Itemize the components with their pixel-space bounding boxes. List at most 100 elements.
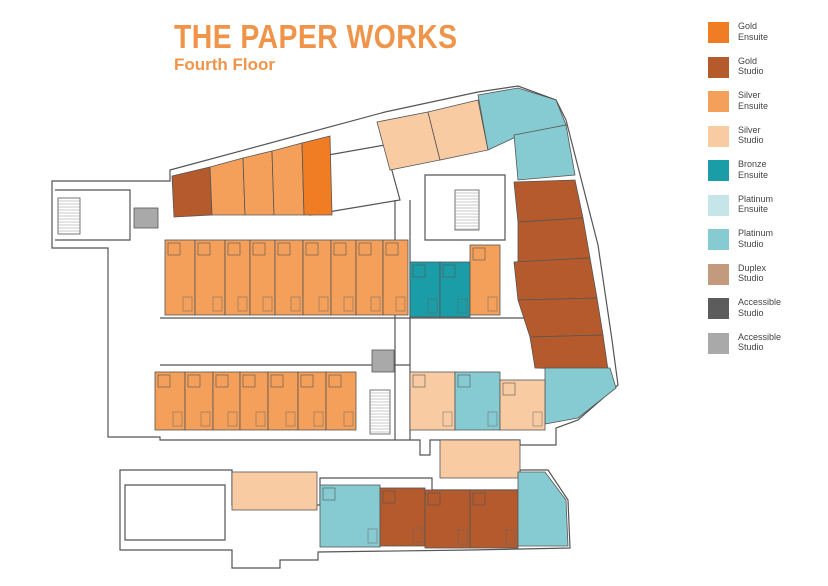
room-unit [379, 487, 426, 547]
floor-subtitle: Fourth Floor [174, 55, 276, 74]
room-unit [330, 239, 357, 316]
legend-swatch [708, 125, 729, 147]
bathroom-pod [242, 374, 256, 388]
bathroom-pod [472, 247, 486, 261]
room-unit [517, 471, 569, 547]
bathroom-pod [382, 490, 396, 504]
bed-outline [227, 411, 238, 427]
room-unit [271, 142, 305, 216]
bathroom-pod [187, 374, 201, 388]
bed-outline [370, 296, 381, 312]
room-unit [513, 257, 598, 301]
room-unit [513, 124, 576, 181]
room-unit [212, 371, 241, 431]
bathroom-pod [300, 374, 314, 388]
bed-outline [290, 296, 301, 312]
room-unit [171, 166, 213, 218]
room-unit [544, 367, 617, 425]
legend-swatch [708, 160, 729, 181]
bed-outline [318, 296, 329, 312]
room-unit [371, 349, 395, 373]
room-unit [382, 239, 409, 316]
room-unit [517, 217, 591, 263]
room-unit [409, 371, 456, 431]
room-unit [224, 239, 251, 316]
room-unit [184, 371, 214, 431]
bed-outline [532, 411, 543, 427]
room-unit [529, 334, 609, 371]
bed-outline [237, 296, 248, 312]
bed-outline [172, 411, 183, 427]
legend-swatch [708, 298, 729, 319]
legend-swatch [708, 91, 729, 112]
room-unit [513, 179, 584, 223]
bathroom-pod [227, 242, 241, 256]
stairwell [369, 389, 391, 435]
bathroom-pod [305, 242, 319, 256]
room-unit [469, 489, 519, 549]
bed-outline [367, 528, 378, 544]
bathroom-pod [322, 487, 336, 501]
room-unit [133, 207, 159, 229]
legend-swatch [708, 229, 729, 250]
room-unit [231, 471, 318, 511]
room-unit [439, 261, 471, 318]
bed-outline [313, 411, 324, 427]
bed-outline [182, 296, 193, 312]
bathroom-pod [328, 374, 342, 388]
room-unit [297, 371, 327, 431]
room-unit [499, 379, 546, 431]
bed-outline [457, 529, 468, 545]
bathroom-pod [442, 264, 456, 278]
bed-outline [285, 411, 296, 427]
bathroom-pod [412, 374, 426, 388]
bathroom-pod [333, 242, 347, 256]
legend-swatch [708, 194, 729, 216]
room-unit [439, 439, 521, 479]
bed-outline [200, 411, 211, 427]
room-unit [319, 484, 381, 548]
bathroom-pod [472, 492, 486, 506]
bed-outline [487, 411, 498, 427]
bathroom-pod [358, 242, 372, 256]
bathroom-pod [215, 374, 229, 388]
bathroom-pod [252, 242, 266, 256]
room-unit [242, 150, 275, 216]
room-unit [274, 239, 304, 316]
bathroom-pod [167, 242, 181, 256]
stairwell [454, 189, 480, 231]
room-unit [355, 239, 384, 316]
page-title: THE PAPER WORKS [174, 18, 458, 55]
legend-swatch [708, 56, 729, 78]
room-unit [239, 371, 269, 431]
bed-outline [262, 296, 273, 312]
legend-swatch [708, 263, 729, 285]
room-unit [424, 489, 471, 549]
bathroom-pod [457, 374, 471, 388]
bed-outline [212, 296, 223, 312]
bed-outline [427, 298, 438, 314]
bathroom-pod [270, 374, 284, 388]
bed-outline [395, 296, 406, 312]
bathroom-pod [277, 242, 291, 256]
legend-swatch [708, 22, 729, 43]
room-unit [517, 297, 604, 338]
bed-outline [412, 527, 423, 543]
